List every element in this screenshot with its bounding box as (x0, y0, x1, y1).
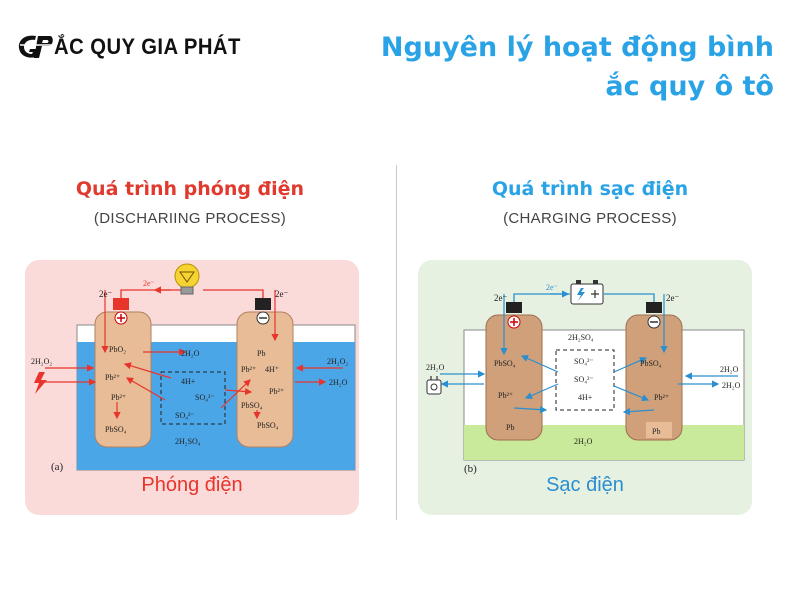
center-ion-1: SO₄²⁻ (574, 357, 594, 366)
positive-electrode (485, 314, 543, 441)
negative-terminal (646, 302, 662, 313)
discharge-panel: 2e⁻ 2e⁻ 2e⁻ 2H₂O₂ 2H₂O₂ 2H₂O PbO₂ Pb²⁺ P… (25, 260, 359, 515)
right-electrode-label-2: Pb²⁺ (654, 393, 669, 402)
electron-left-label: 2e⁻ (99, 289, 112, 299)
right-electrode-label-2: Pb²⁺ (241, 365, 256, 374)
right-input-label: 2H₂O (720, 365, 739, 374)
right-electrode-label-1: Pb (257, 349, 265, 358)
discharge-diagram: 2e⁻ 2e⁻ 2e⁻ 2H₂O₂ 2H₂O₂ 2H₂O PbO₂ Pb²⁺ P… (31, 263, 356, 473)
charge-subtitle: (CHARGING PROCESS) (503, 210, 677, 227)
plus-icon (507, 315, 521, 329)
figure-label: (a) (51, 461, 64, 473)
center-bottom-label: 2H₂O (574, 437, 593, 446)
ion-box (555, 349, 615, 411)
discharge-subtitle: (DISCHARIING PROCESS) (93, 210, 287, 227)
electron-top-label: 2e⁻ (143, 279, 155, 288)
center-ion-2: SO₄²⁻ (574, 375, 594, 384)
right-electrode-label-5: Pb²⁺ (269, 387, 284, 396)
center-ion-3: SO₄²⁻ (175, 411, 195, 420)
minus-icon (256, 311, 270, 325)
plug-icon (426, 376, 442, 395)
center-top-label: 2H₂SO₄ (568, 333, 594, 342)
left-electrode-label-3: Pb (506, 423, 514, 432)
left-input-label: 2H₂O (426, 363, 445, 372)
figure-label: (b) (464, 463, 477, 475)
left-electrode-label-3: Pb²⁺ (111, 393, 126, 402)
gia-phat-logo-icon (18, 35, 53, 58)
discharge-title: Quá trình phóng điện (75, 178, 305, 200)
positive-terminal (113, 298, 129, 310)
plus-icon (114, 311, 128, 325)
left-input-label: 2H₂O₂ (31, 357, 52, 366)
battery-icon (570, 280, 604, 305)
charge-caption: Sạc điện (546, 474, 624, 496)
bulb-icon (174, 263, 200, 295)
page-title-line-2: ắc quy ô tô (605, 71, 774, 102)
right-electrode-label-6: PbSO₄ (257, 421, 279, 430)
pb-patch (646, 422, 672, 438)
positive-terminal (506, 302, 522, 313)
negative-terminal (255, 298, 271, 310)
lightning-icon (34, 372, 47, 394)
right-electrode-label-1: PbSO₄ (640, 359, 662, 368)
charge-diagram: 2e⁻ 2e⁻ 2e⁻ 2H₂O 2H₂O 2H₂O PbSO₄ Pb²⁺ Pb… (426, 280, 745, 475)
left-electrode-label-4: PbSO₄ (105, 425, 127, 434)
right-electrode-label-4: PbSO₄ (241, 401, 263, 410)
page-title-line-1: Nguyên lý hoạt động bình (380, 32, 774, 63)
center-ion-2: SO₄²⁻ (195, 393, 215, 402)
left-electrode-label-2: Pb²⁺ (498, 391, 513, 400)
center-ion-3: 4H+ (578, 393, 593, 402)
brand-name: ẮC QUY GIA PHÁT (54, 34, 241, 59)
left-electrode-label-2: Pb²⁺ (105, 373, 120, 382)
right-output-label: 2H₂O (722, 381, 741, 390)
negative-electrode (625, 314, 683, 441)
electron-right-label: 2e⁻ (666, 293, 679, 303)
charge-panel: 2e⁻ 2e⁻ 2e⁻ 2H₂O 2H₂O 2H₂O PbSO₄ Pb²⁺ Pb… (418, 260, 752, 515)
electron-right-label: 2e⁻ (275, 289, 288, 299)
center-top-label: 2H₂O (181, 349, 200, 358)
charge-title: Quá trình sạc điện (491, 178, 689, 200)
right-electrode-label-3: 4H⁺ (265, 365, 279, 374)
electron-top-label: 2e⁻ (546, 283, 558, 292)
page-title: Nguyên lý hoạt động bình ắc quy ô tô (334, 28, 774, 106)
electron-left-label: 2e⁻ (494, 293, 507, 303)
discharge-caption: Phóng điện (141, 474, 243, 496)
minus-icon (647, 315, 661, 329)
left-electrode-label-1: PbO₂ (109, 345, 126, 354)
right-electrode-label-3: Pb (652, 427, 660, 436)
section-divider (396, 165, 397, 520)
brand-logo: ẮC QUY GIA PHÁT (16, 32, 257, 62)
center-bottom-label: 2H₂SO₄ (175, 437, 201, 446)
left-electrode-label-1: PbSO₄ (494, 359, 516, 368)
right-output-label: 2H₂O (329, 378, 348, 387)
center-ion-1: 4H+ (181, 377, 196, 386)
right-input-label: 2H₂O₂ (327, 357, 348, 366)
